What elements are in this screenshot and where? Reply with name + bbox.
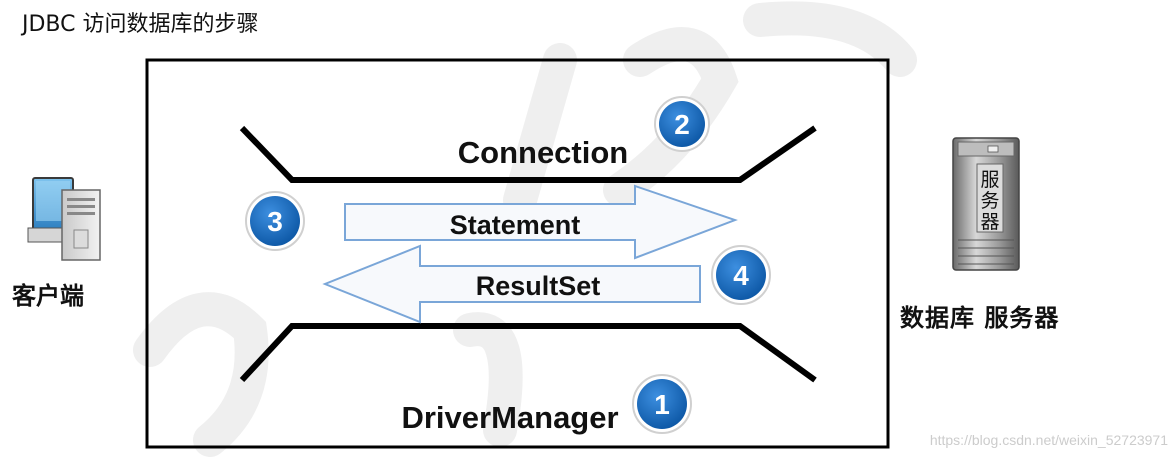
step-number-3: 3 — [267, 206, 283, 237]
server-label: 数据库 服务器 — [900, 304, 1060, 332]
resultset-label: ResultSet — [476, 271, 601, 301]
step-badge-1: 1 — [632, 374, 692, 434]
step-number-2: 2 — [674, 109, 690, 140]
server-tower-icon — [952, 137, 1020, 271]
watermark-url: https://blog.csdn.net/weixin_52723971 — [929, 432, 1168, 448]
connection-pipe-line — [239, 125, 817, 183]
drivermanager-pipe-line — [239, 323, 817, 383]
statement-arrow — [344, 184, 738, 260]
server-box-char-3: 器 — [980, 211, 999, 233]
jdbc-frame — [145, 58, 890, 449]
step-badge-3: 3 — [245, 191, 305, 251]
client-label: 客户端 — [12, 282, 84, 310]
background-watermark — [133, 1, 917, 457]
server-box-char-1: 服 — [980, 169, 999, 191]
page-title: JDBC 访问数据库的步骤 — [22, 12, 259, 37]
step-number-4: 4 — [733, 260, 749, 291]
resultset-arrow — [322, 244, 701, 324]
step-badge-2: 2 — [654, 96, 710, 152]
step-number-1: 1 — [654, 389, 670, 420]
step-badge-4: 4 — [711, 245, 771, 305]
server-box-char-2: 务 — [980, 190, 999, 212]
drivermanager-label: DriverManager — [401, 400, 618, 435]
statement-label: Statement — [450, 210, 581, 240]
connection-label: Connection — [458, 135, 629, 170]
desktop-computer-icon — [27, 177, 101, 261]
